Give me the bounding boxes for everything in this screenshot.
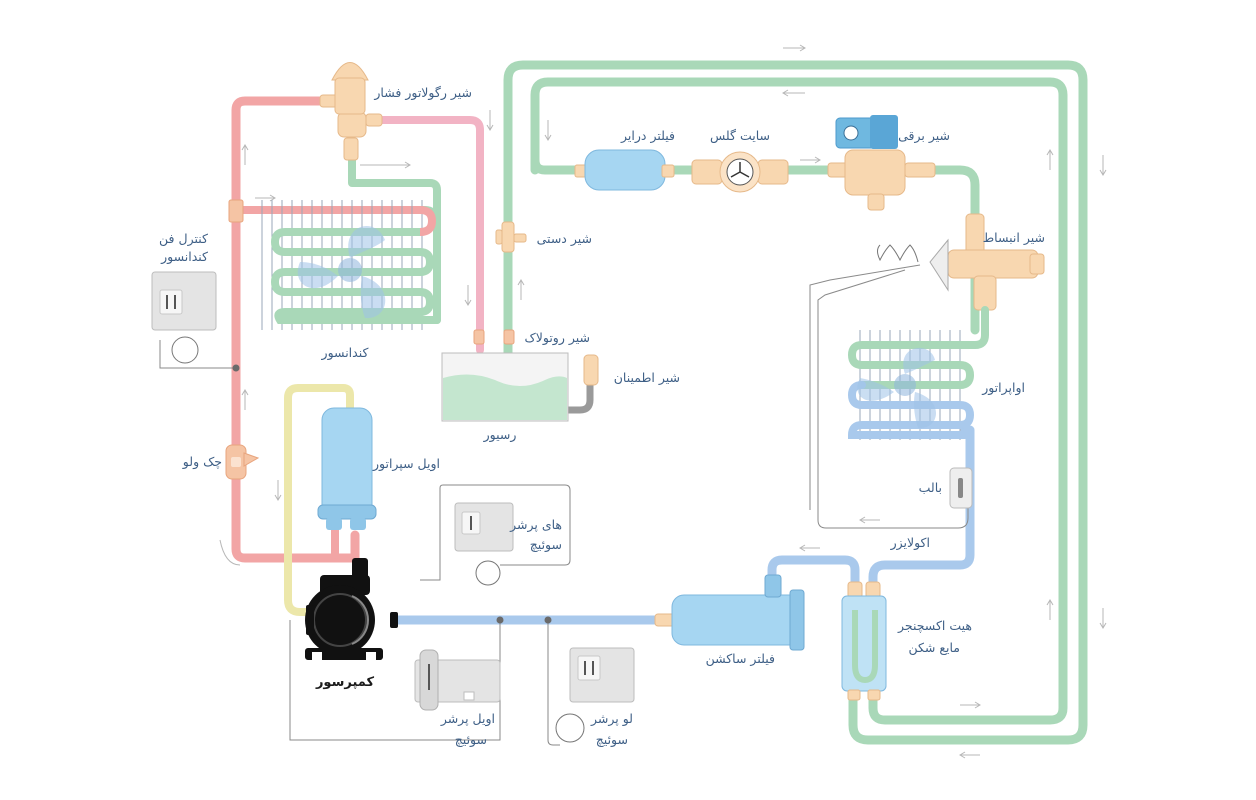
high-pressure-switch-label-1: های پرشر	[509, 517, 562, 533]
flow-arrows	[219, 44, 1107, 759]
oil-return-pipe	[284, 384, 354, 616]
condenser-label: کندانسور	[321, 345, 369, 361]
check-valve[interactable]	[225, 444, 260, 480]
liquid-line-outer	[503, 60, 1088, 745]
evaporator	[847, 306, 989, 440]
receiver-label: رسیور	[483, 427, 517, 443]
manual-valve[interactable]	[495, 221, 527, 253]
low-pressure-switch-label-2: سوئیچ	[596, 732, 628, 748]
high-pressure-switch-label-2: سوئیچ	[530, 537, 562, 553]
sight-glass-label: سایت گلس	[710, 128, 770, 144]
heat-exchanger-label-1: هیت اکسچنجر	[897, 618, 972, 634]
solenoid-valve-label: شیر برقی	[898, 128, 950, 144]
filter-drier-label: فیلتر درایر	[620, 128, 675, 144]
oil-pressure-switch-label-1: اویل پرشر	[440, 711, 495, 727]
suction-filter[interactable]	[654, 574, 805, 651]
safety-valve-pipe	[564, 376, 594, 414]
bypass-pipe	[371, 116, 484, 354]
pressure-regulator-valve[interactable]	[319, 62, 383, 161]
condenser-fan-control-label-2: کندانسور	[160, 249, 208, 265]
expansion-valve[interactable]	[877, 213, 1045, 311]
oil-separator[interactable]	[317, 407, 377, 530]
oil-pressure-switch[interactable]	[414, 649, 501, 711]
compressor-icon[interactable]	[305, 558, 398, 662]
equalizer-label: اکولایزر	[890, 535, 930, 551]
bulb-label: بالب	[919, 480, 942, 495]
condenser-fan-control-switch[interactable]	[151, 271, 217, 364]
receiver[interactable]	[441, 329, 569, 422]
rotolock-valve-label: شیر روتولاک	[525, 330, 590, 346]
oil-pressure-switch-label-2: سوئیچ	[455, 732, 487, 748]
heat-exchanger[interactable]	[841, 581, 887, 701]
solenoid-coil-icon	[835, 115, 898, 149]
sight-glass-icon	[691, 151, 789, 193]
compressor-label: کمپرسور	[315, 675, 375, 690]
pressure-regulator-label: شیر رگولاتور فشار	[373, 85, 472, 101]
bulb[interactable]	[949, 467, 973, 509]
heat-exchanger-label-2: مایع شکن	[908, 640, 960, 656]
solenoid-valve[interactable]	[827, 115, 936, 211]
liquid-line-inner	[530, 77, 1068, 725]
safety-valve[interactable]	[583, 354, 599, 386]
discharge-pipe	[231, 96, 360, 563]
high-pressure-switch[interactable]	[454, 502, 514, 586]
suction-filter-to-hx	[767, 555, 860, 600]
filter-drier[interactable]	[574, 149, 675, 191]
oil-separator-label: اویل سپراتور	[372, 456, 440, 472]
evaporator-outlet	[868, 425, 975, 600]
manual-valve-label: شیر دستی	[537, 231, 592, 247]
safety-valve-label: شیر اطمینان	[614, 370, 680, 386]
low-pressure-switch-label-1: لو پرشر	[590, 711, 633, 727]
expansion-valve-label: شیر انبساط	[983, 230, 1045, 246]
condenser-fan-control-label-1: کنترل فن	[159, 231, 208, 247]
check-valve-label: چک ولو	[182, 454, 222, 470]
fan-icon	[857, 347, 937, 429]
condenser-outlet-pipe	[348, 146, 441, 324]
control-wires	[159, 264, 969, 746]
evaporator-label: اواپراتور	[981, 380, 1025, 396]
liquid-line-to-drier	[530, 155, 980, 335]
fan-icon	[297, 226, 386, 319]
low-pressure-switch[interactable]	[555, 647, 635, 743]
suction-filter-label: فیلتر ساکشن	[706, 651, 775, 667]
condenser	[261, 200, 441, 330]
